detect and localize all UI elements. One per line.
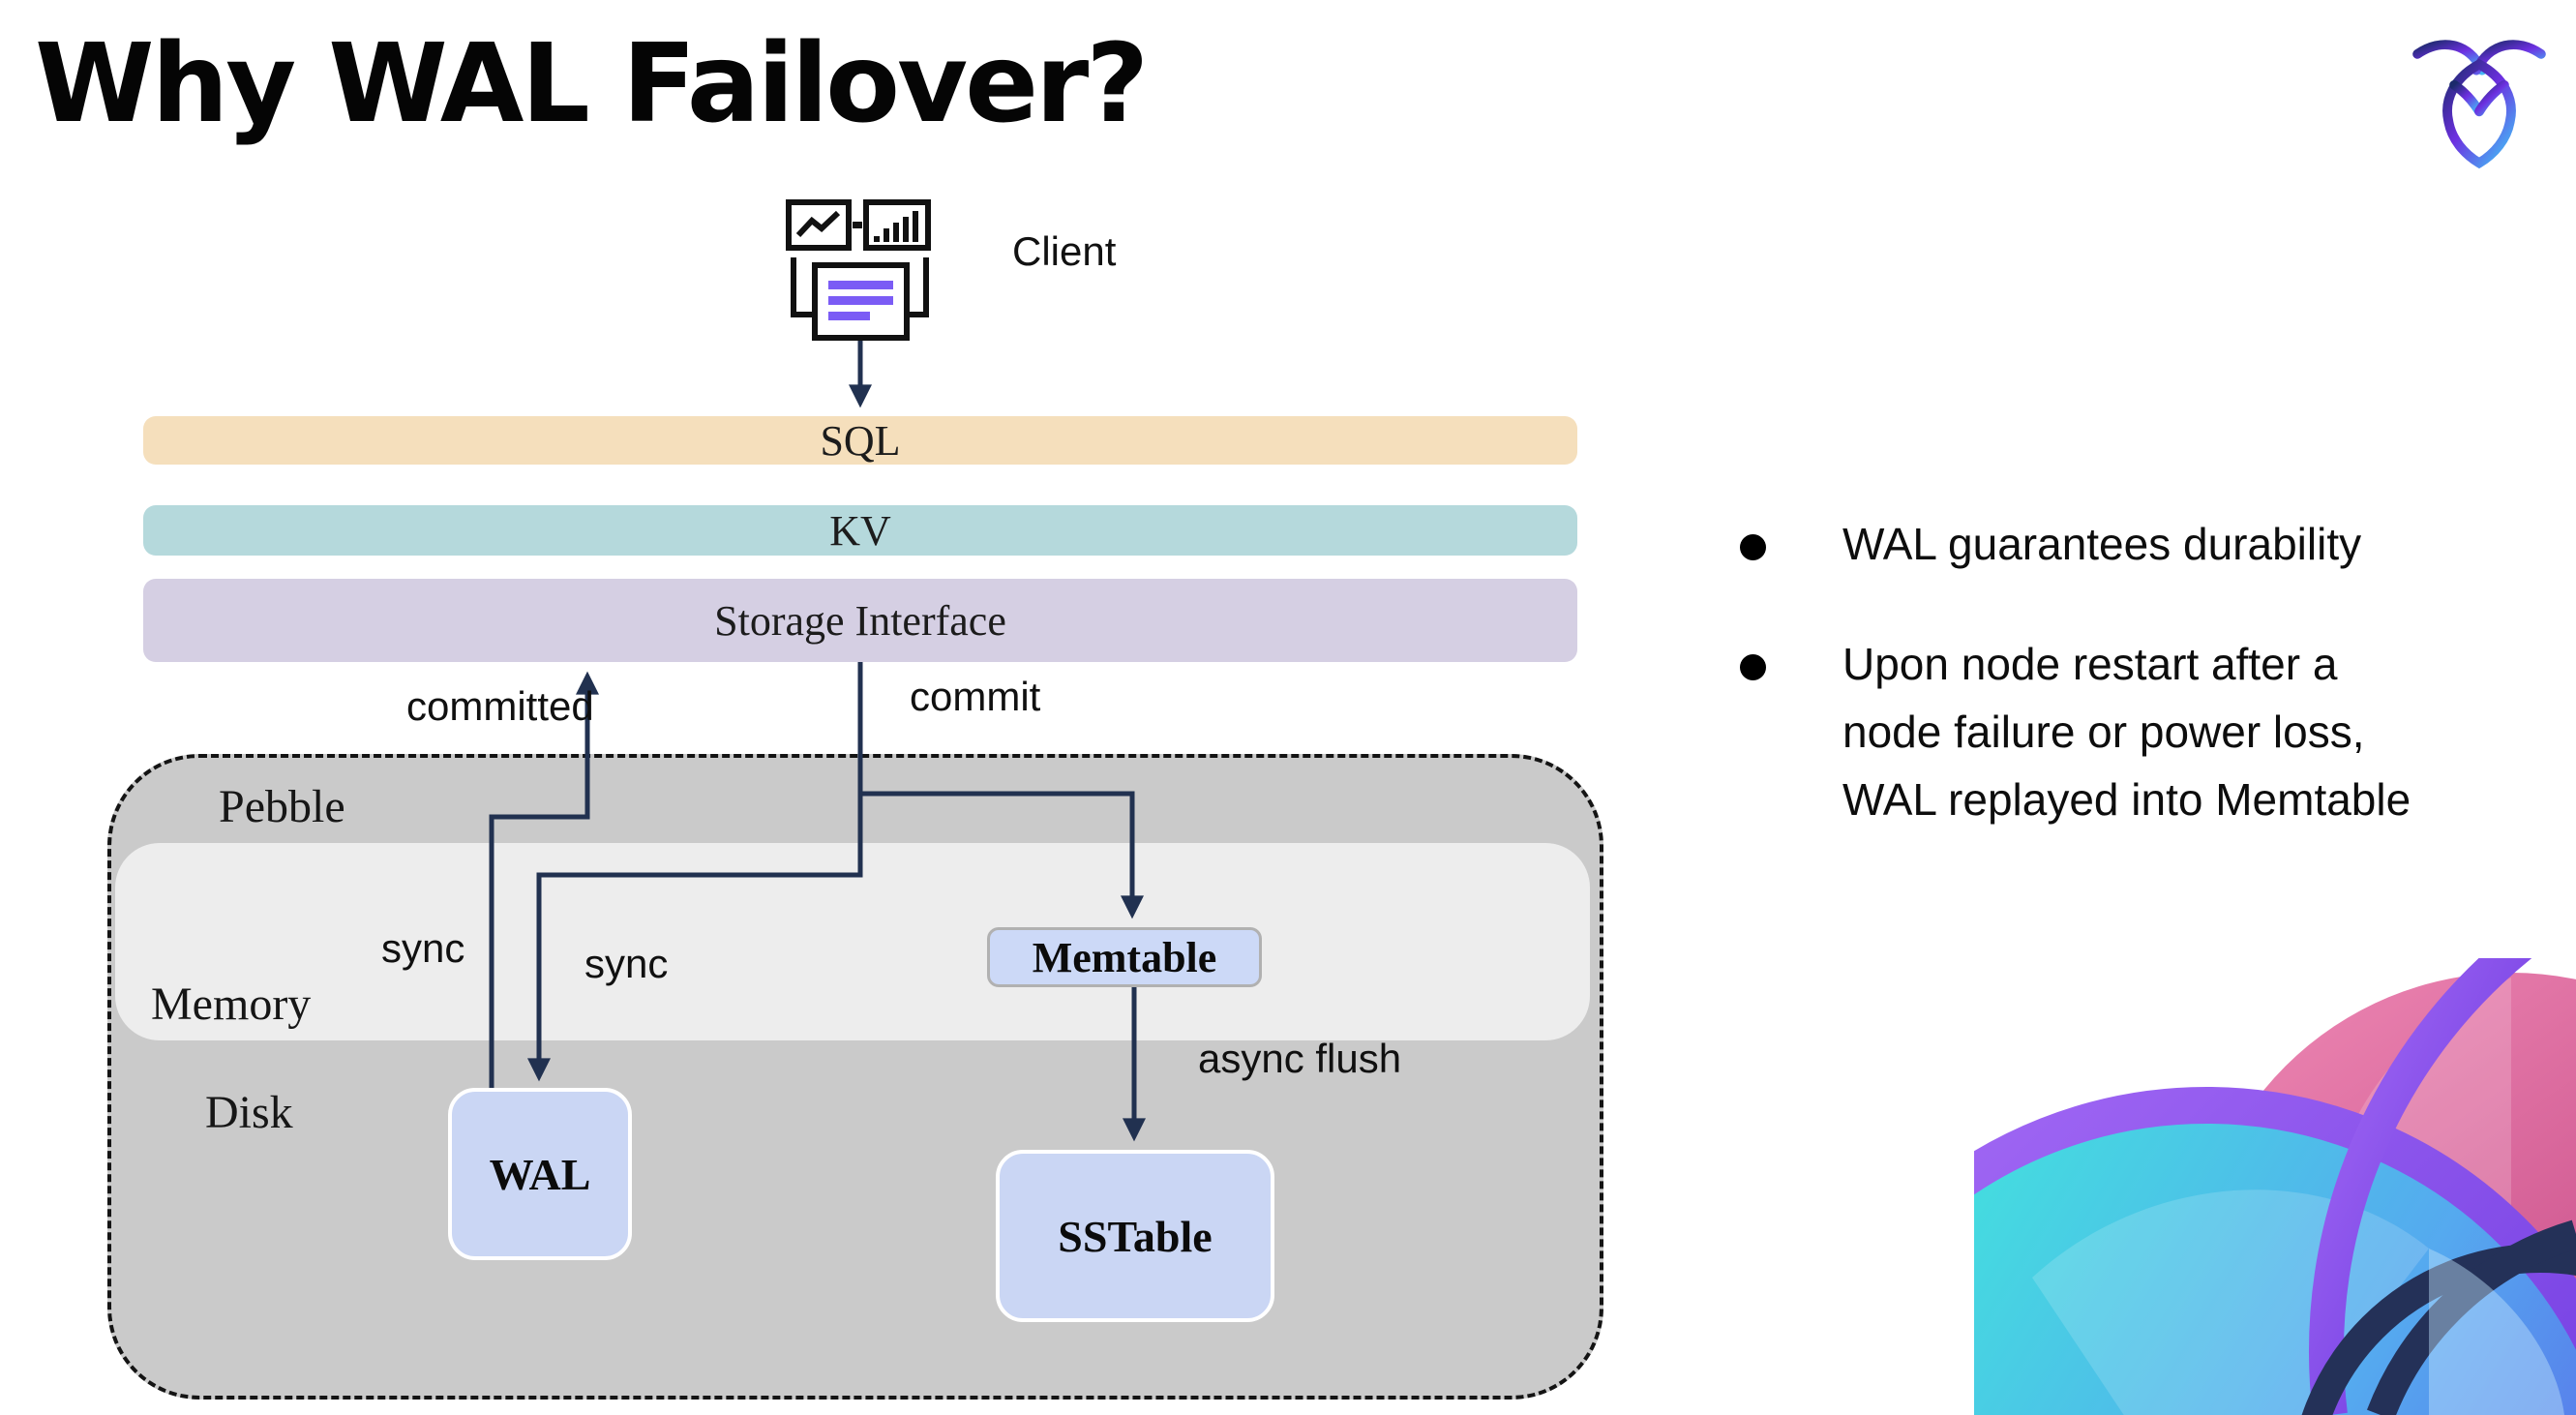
bullet-item: Upon node restart after a node failure o… xyxy=(1724,631,2421,834)
page-title: Why WAL Failover? xyxy=(35,21,1149,147)
bar-chart-icon xyxy=(863,199,931,251)
wal-node-label: WAL xyxy=(489,1149,591,1199)
bracket-left-icon xyxy=(791,257,813,317)
layer-sql: SQL xyxy=(143,416,1577,465)
async-flush-label: async flush xyxy=(1198,1036,1402,1081)
line-chart-icon xyxy=(786,199,852,251)
memtable-node: Memtable xyxy=(987,927,1262,987)
memtable-node-label: Memtable xyxy=(1032,933,1217,981)
bullet-item: WAL guarantees durability xyxy=(1724,511,2421,579)
client-workstation-icon xyxy=(786,199,931,341)
dash-connector xyxy=(853,222,862,228)
bullet-list: WAL guarantees durability Upon node rest… xyxy=(1724,511,2421,887)
pebble-label: Pebble xyxy=(219,781,345,832)
sstable-node-label: SSTable xyxy=(1058,1211,1213,1261)
sstable-node: SSTable xyxy=(996,1150,1274,1322)
memory-label: Memory xyxy=(151,978,312,1030)
document-icon xyxy=(812,262,910,341)
cockroachdb-logo-icon xyxy=(2412,40,2546,169)
layer-storage-interface: Storage Interface xyxy=(143,579,1577,662)
committed-label: committed xyxy=(406,683,594,729)
layer-kv-label: KV xyxy=(829,506,891,555)
client-label: Client xyxy=(1012,228,1117,274)
memory-band xyxy=(115,843,1590,1040)
sync-left-label: sync xyxy=(381,925,465,971)
bracket-right-icon xyxy=(907,257,929,317)
layer-sql-label: SQL xyxy=(820,416,901,465)
wal-node: WAL xyxy=(448,1088,632,1260)
disk-label: Disk xyxy=(205,1087,293,1138)
commit-label: commit xyxy=(910,674,1041,719)
cockroachdb-brand-corner-art xyxy=(1974,958,2576,1415)
layer-kv: KV xyxy=(143,505,1577,556)
sync-right-label: sync xyxy=(584,941,669,986)
layer-storage-interface-label: Storage Interface xyxy=(714,596,1006,645)
